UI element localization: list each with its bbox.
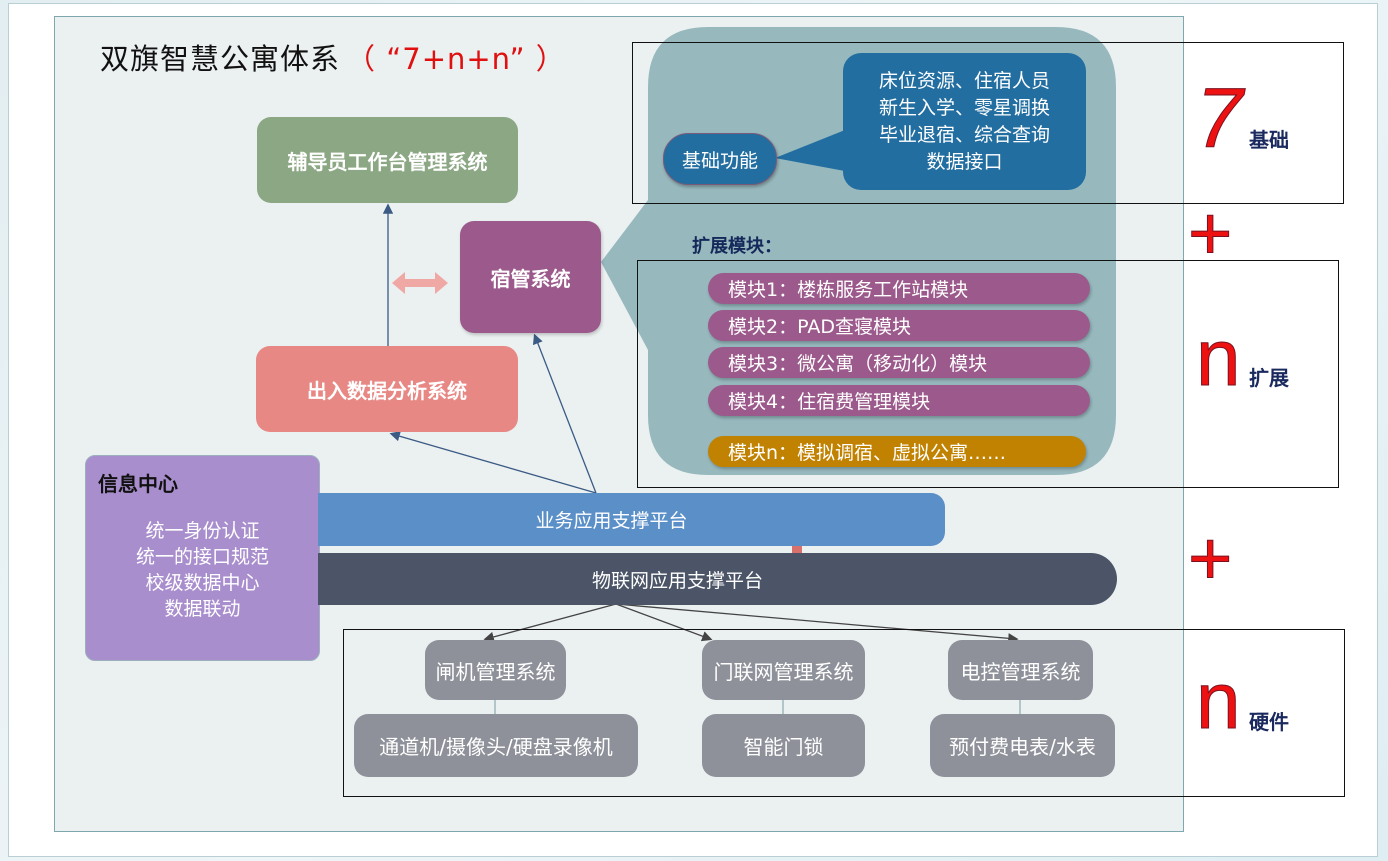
smart-lock-label: 智能门锁 — [743, 735, 824, 759]
gate-devices-label: 通道机/摄像头/硬盘录像机 — [379, 735, 613, 759]
basic-line: 数据接口 — [926, 150, 1003, 173]
iot-platform-bar[interactable]: 物联网应用支撑平台 — [318, 553, 1117, 605]
meter-box[interactable]: 预付费电表/水表 — [930, 714, 1115, 777]
module-item[interactable]: 模块3：微公寓（移动化）模块 — [708, 347, 1090, 378]
arrow-iot-to-door — [615, 603, 713, 642]
arrow-iot-to-gate — [483, 603, 617, 642]
dorm-system-box[interactable]: 宿管系统 — [460, 221, 601, 333]
door-network-system-label: 门联网管理系统 — [713, 659, 854, 684]
gate-devices-box[interactable]: 通道机/摄像头/硬盘录像机 — [354, 714, 638, 777]
info-center-lines: 统一身份认证 统一的接口规范 校级数据中心 数据联动 — [86, 518, 319, 622]
formula-seven: 7 — [1196, 71, 1244, 165]
formula-plus-icon: + — [1187, 191, 1233, 276]
title-formula: （ “7+n+n” ） — [346, 42, 566, 76]
page-title: 双旗智慧公寓体系（ “7+n+n” ） — [100, 36, 566, 78]
power-control-system-label: 电控管理系统 — [960, 659, 1081, 684]
business-platform-label: 业务应用支撑平台 — [535, 510, 688, 532]
counselor-system-box[interactable]: 辅导员工作台管理系统 — [257, 117, 518, 203]
basic-line: 床位资源、住宿人员 — [878, 69, 1050, 92]
module-label: 模块4：住宿费管理模块 — [728, 391, 931, 413]
module-n-item[interactable]: 模块n：模拟调宿、虚拟公寓…… — [708, 436, 1086, 467]
counselor-system-label: 辅导员工作台管理系统 — [287, 149, 488, 174]
arrow-platform-to-dorm — [532, 333, 597, 494]
info-center-line: 数据联动 — [164, 598, 241, 620]
gate-system-label: 闸机管理系统 — [435, 659, 556, 684]
module-n-label: 模块n：模拟调宿、虚拟公寓…… — [728, 442, 1007, 464]
power-control-system-box[interactable]: 电控管理系统 — [948, 640, 1093, 700]
info-center-line: 统一身份认证 — [145, 520, 260, 542]
info-center-box[interactable]: 信息中心 统一身份认证 统一的接口规范 校级数据中心 数据联动 — [85, 455, 320, 661]
extension-heading: 扩展模块： — [692, 236, 782, 257]
analysis-system-label: 出入数据分析系统 — [307, 378, 467, 403]
module-item[interactable]: 模块4：住宿费管理模块 — [708, 385, 1090, 416]
business-platform-bar[interactable]: 业务应用支撑平台 — [318, 493, 945, 546]
module-item[interactable]: 模块1：楼栋服务工作站模块 — [708, 273, 1090, 304]
frame-extension — [637, 260, 1339, 488]
dorm-system-label: 宿管系统 — [490, 266, 571, 291]
title-main: 双旗智慧公寓体系 — [100, 42, 341, 76]
formula-plus-icon-2: + — [1187, 516, 1233, 601]
basic-function-callout: 床位资源、住宿人员 新生入学、零星调换 毕业退宿、综合查询 数据接口 — [843, 53, 1086, 190]
formula-seven-label: 基础 — [1249, 128, 1289, 152]
formula-extension-label: 扩展 — [1249, 366, 1289, 390]
arrow-iot-to-power — [615, 603, 1019, 644]
module-label: 模块1：楼栋服务工作站模块 — [728, 279, 969, 301]
analysis-system-box[interactable]: 出入数据分析系统 — [256, 346, 518, 432]
module-item[interactable]: 模块2：PAD查寝模块 — [708, 310, 1090, 341]
basic-callout-pointer — [775, 128, 850, 172]
info-center-heading: 信息中心 — [98, 472, 178, 496]
info-center-line: 统一的接口规范 — [135, 546, 269, 568]
arrow-platform-to-analysis — [389, 431, 597, 494]
formula-hardware-label: 硬件 — [1249, 710, 1289, 734]
basic-function-badge[interactable]: 基础功能 — [663, 133, 777, 185]
formula-n-hardware: n — [1196, 656, 1241, 745]
info-center-line: 校级数据中心 — [145, 572, 260, 594]
door-network-system-box[interactable]: 门联网管理系统 — [702, 640, 865, 700]
basic-function-label: 基础功能 — [681, 149, 758, 172]
double-arrow-horizontal — [392, 272, 448, 294]
module-label: 模块3：微公寓（移动化）模块 — [728, 353, 988, 375]
basic-line: 新生入学、零星调换 — [878, 96, 1050, 119]
iot-platform-label: 物联网应用支撑平台 — [591, 569, 763, 592]
meter-label: 预付费电表/水表 — [949, 735, 1096, 759]
smart-lock-box[interactable]: 智能门锁 — [702, 714, 865, 777]
basic-line: 毕业退宿、综合查询 — [878, 123, 1050, 146]
frame-hardware — [343, 629, 1345, 797]
module-label: 模块2：PAD查寝模块 — [728, 316, 911, 338]
formula-n-extension: n — [1196, 313, 1241, 402]
frame-basic — [632, 42, 1344, 204]
gate-system-box[interactable]: 闸机管理系统 — [425, 640, 566, 700]
